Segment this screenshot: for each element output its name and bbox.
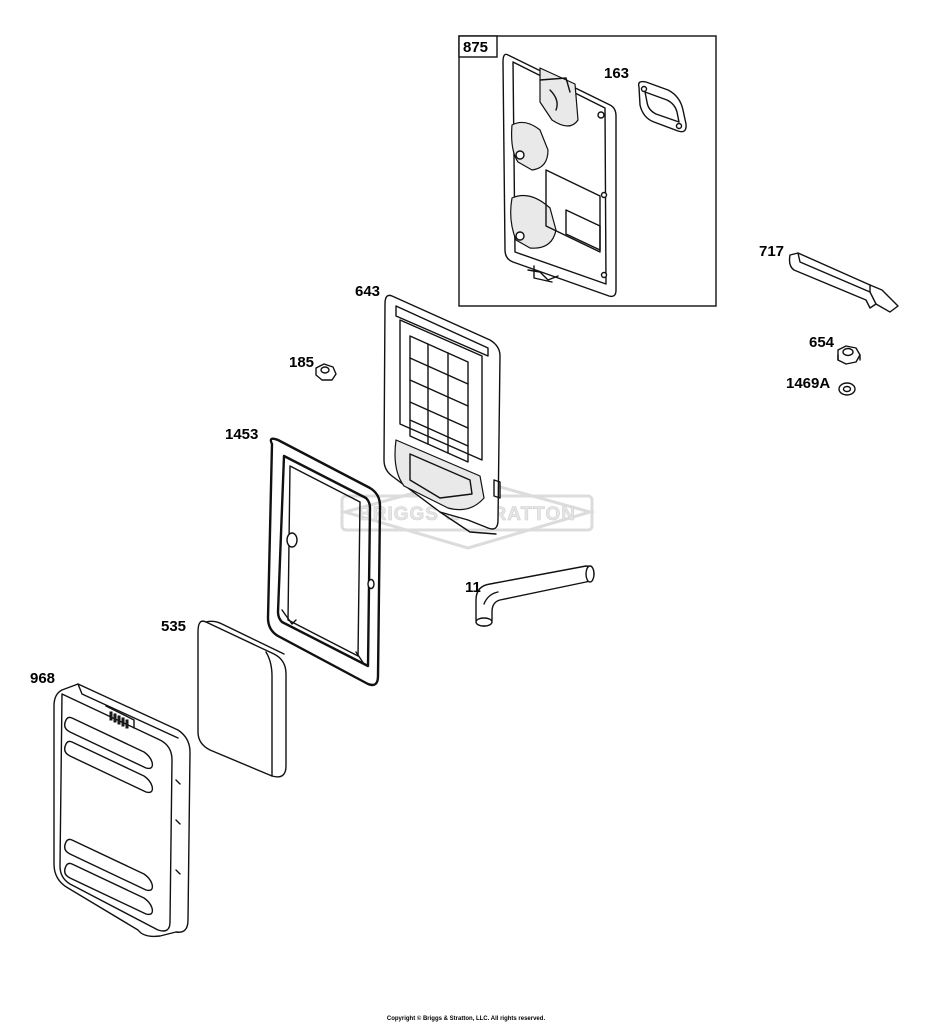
callout-654: 654 — [809, 334, 835, 351]
nut-654 — [837, 345, 861, 365]
kit-875-box — [458, 35, 717, 307]
filter-535 — [197, 620, 287, 778]
callout-717: 717 — [759, 243, 784, 260]
callout-11: 11 — [465, 579, 481, 596]
callout-535: 535 — [161, 618, 186, 635]
callout-labels: 875 163 717 643 654 185 1469A 1453 11 53… — [30, 39, 835, 687]
hose-11 — [475, 565, 595, 627]
callout-968: 968 — [30, 670, 55, 687]
housing-643 — [383, 294, 501, 535]
callout-163: 163 — [604, 65, 629, 82]
gasket-163 — [637, 80, 687, 133]
callout-643: 643 — [355, 283, 380, 300]
callout-1453: 1453 — [225, 426, 258, 443]
callout-875: 875 — [463, 39, 488, 56]
washer-1469a — [838, 382, 856, 396]
nut-185 — [315, 363, 337, 381]
callout-185: 185 — [289, 354, 314, 371]
air-cleaner-base — [502, 53, 617, 298]
bracket-717 — [788, 252, 899, 313]
copyright-notice: Copyright © Briggs & Stratton, LLC. All … — [387, 1015, 546, 1022]
gasket-frame-1453 — [266, 437, 382, 687]
callout-1469a: 1469A — [786, 375, 830, 392]
cover-968 — [53, 683, 191, 938]
